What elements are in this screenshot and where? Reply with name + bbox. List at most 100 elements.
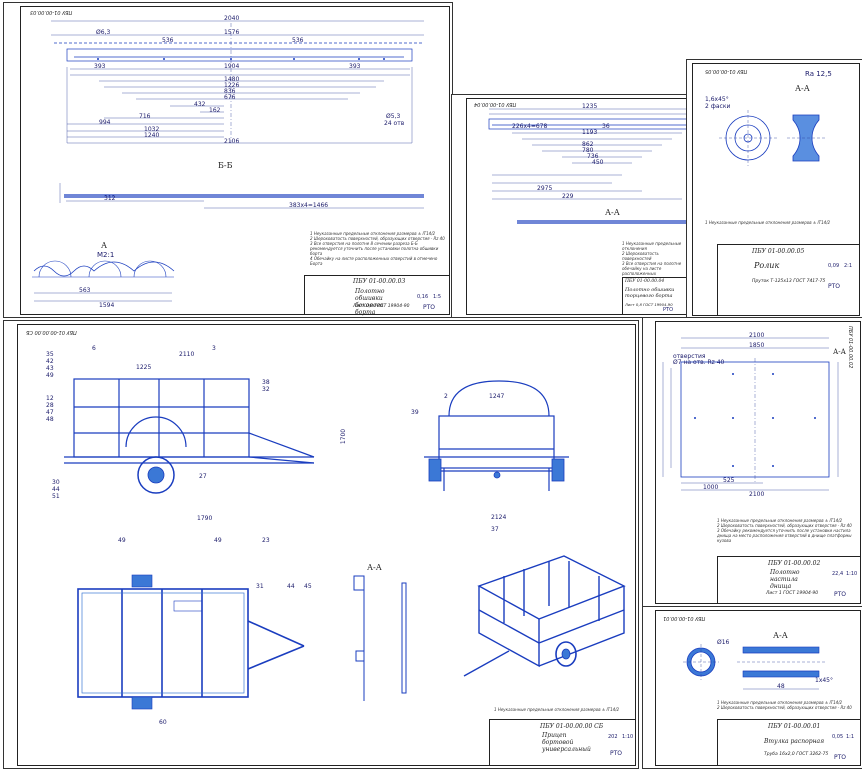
section-label: А-А [773, 631, 788, 640]
material: Лист 0,8 ГОСТ 19904-90 [625, 302, 673, 307]
dim-2040: 2040 [224, 15, 240, 22]
callout-35: 35 [46, 351, 54, 358]
dim-563: 563 [79, 287, 91, 294]
mass: 0,05 [832, 734, 844, 740]
sheet-spacer-sleeve: ПБУ 01-00.00.01 А-А Ø16 48 1х45° 1 Неука… [642, 606, 862, 769]
callout-31: 44 [287, 583, 295, 590]
section-label: А-А [833, 348, 846, 356]
callout-43: 43 [46, 365, 54, 372]
detail-scale: М2:1 [97, 251, 115, 259]
dim-2100-top: 2100 [749, 332, 765, 339]
dim-5633: 2975 [537, 185, 553, 192]
title-name: Ролик [754, 261, 780, 270]
dim-hole-6: Ø6,3 [96, 29, 111, 36]
dim-2110: 2110 [179, 351, 195, 358]
notes: 1 Неуказанные предельные отклонения разм… [717, 518, 852, 543]
dim-2124: 60 [159, 719, 167, 726]
section-label: Б-Б [218, 161, 233, 170]
dim-536-right: 536 [292, 37, 304, 44]
callout-23: 23 [262, 537, 270, 544]
title-block: ПБУ 01-00.00.00 СБ Прицеп бортовой униве… [489, 719, 636, 766]
scale: 1:5 [433, 294, 442, 300]
org: РТО [610, 750, 623, 757]
material: Пруток Т-125х13 ГОСТ 7417-75 [752, 279, 826, 284]
dim-393-left: 393 [94, 63, 106, 70]
callout-44: 44 [52, 486, 60, 493]
sheet-floor-panel: ПБУ 01-00.00.02 А-А 2100 1850 525 1000 2… [642, 317, 862, 607]
dim-1904: 1904 [224, 63, 240, 70]
note: 1 Неуказанные предельные отклонения разм… [494, 707, 620, 712]
end-panel-drawing [488, 108, 690, 224]
material: Труба 16х2,0 ГОСТ 3262-75 [764, 752, 829, 757]
scale: 2:1 [844, 263, 853, 269]
scale: 1:1 [846, 734, 855, 740]
hole-note: отверстия [673, 353, 706, 360]
mass: 0,09 [828, 263, 840, 269]
callout-39: 39 [411, 409, 419, 416]
dim-432: 432 [194, 101, 206, 108]
org: РТО [423, 304, 436, 311]
dim-1751: 37 [491, 526, 499, 533]
callout-47: 47 [46, 409, 54, 416]
title-name: Втулка распорная [764, 738, 825, 745]
roughness-mark: Ra 12,5 [805, 70, 832, 78]
notes: 1 Неуказанные предельные отклонения разм… [717, 700, 852, 710]
section-label: А-А [795, 84, 810, 93]
title-name: Полотно обшивки бокового борта [355, 288, 385, 316]
dim-2100-bottom: 2100 [749, 491, 765, 498]
dim-1790: 1790 [197, 515, 213, 522]
callout-49: 49 [46, 372, 54, 379]
title-block: ПБУ 01-00.00.01 Втулка распорная Труба 1… [717, 719, 861, 766]
dim-736: 736 [587, 153, 599, 160]
title-block: ПБУ 01-00.00.03 Полотно обшивки бокового… [304, 275, 450, 316]
floor-panel-drawing [662, 337, 839, 491]
dim-836: 836 [224, 88, 236, 95]
material: Лист 0,8 ГОСТ 19904-90 [353, 304, 410, 309]
dim-393-right: 393 [349, 63, 361, 70]
dim-162: 162 [209, 107, 221, 114]
title-code: ПБУ 01-00.00.03 [353, 278, 406, 285]
org: РТО [834, 754, 847, 761]
section-label: А-А [605, 208, 620, 217]
length-dim: 48 [777, 683, 785, 690]
sleeve-drawing [683, 644, 825, 690]
dim-1240: 1240 [144, 132, 160, 139]
dim-2106: 2106 [224, 138, 240, 145]
dim-312: 312 [104, 195, 116, 202]
outer-dia: Ø16 [717, 639, 730, 646]
title-code: ПБУ 01-00.00.04 [625, 279, 665, 284]
section-label: А-А [367, 563, 382, 572]
dim-1226: 1226 [224, 82, 240, 89]
title-code: ПБУ 01-00.00.05 [752, 248, 805, 255]
dim-1850: 1850 [749, 342, 765, 349]
dim-1700: 1700 [340, 428, 348, 445]
callout-33: 49 [214, 537, 222, 544]
dim-1225: 1225 [136, 364, 152, 371]
title-block: ПБУ 01-00.00.04 Полотно обшивки торцевог… [622, 277, 690, 315]
dim-536-left: 536 [162, 37, 174, 44]
dim-1000: 1000 [703, 484, 719, 491]
roller-drawing [719, 110, 827, 166]
title-name: Полотно настила днища [770, 569, 800, 590]
trailer-drawing [64, 378, 626, 710]
callout-38: 38 [262, 379, 270, 386]
sheet-end-panel: ПБУ 01-00.00.04 А-А 1235 1193 862 780 73 [451, 94, 693, 318]
org: РТО [834, 591, 847, 598]
dim-1594: 1594 [99, 302, 115, 309]
callout-2: 2 [444, 393, 448, 400]
title-code: ПБУ 01-00.00.01 [768, 723, 821, 730]
title-block: ПБУ 01-00.00.05 Ролик Пруток Т-125х13 ГО… [717, 244, 860, 316]
notes: 1 Неуказанные предельные отклонения разм… [705, 220, 831, 225]
scale: 1:10 [846, 571, 858, 577]
dim-2975: 226х4=678 [512, 123, 548, 130]
callout-6: 6 [92, 345, 96, 352]
dim-hole-5: Ø5,3 [386, 113, 401, 120]
callout-20: 45 [304, 583, 312, 590]
callout-48: 48 [46, 416, 54, 423]
hole-dim: Ø7 на отв. Rz 40 [673, 359, 725, 366]
dim-450: 450 [592, 159, 604, 166]
dim-921: 2124 [491, 514, 507, 521]
sheet-trailer-assembly: ПБУ 01-00.00.00 СБ [3, 320, 639, 769]
title-name: Прицеп бортовой универсальный [542, 732, 591, 753]
